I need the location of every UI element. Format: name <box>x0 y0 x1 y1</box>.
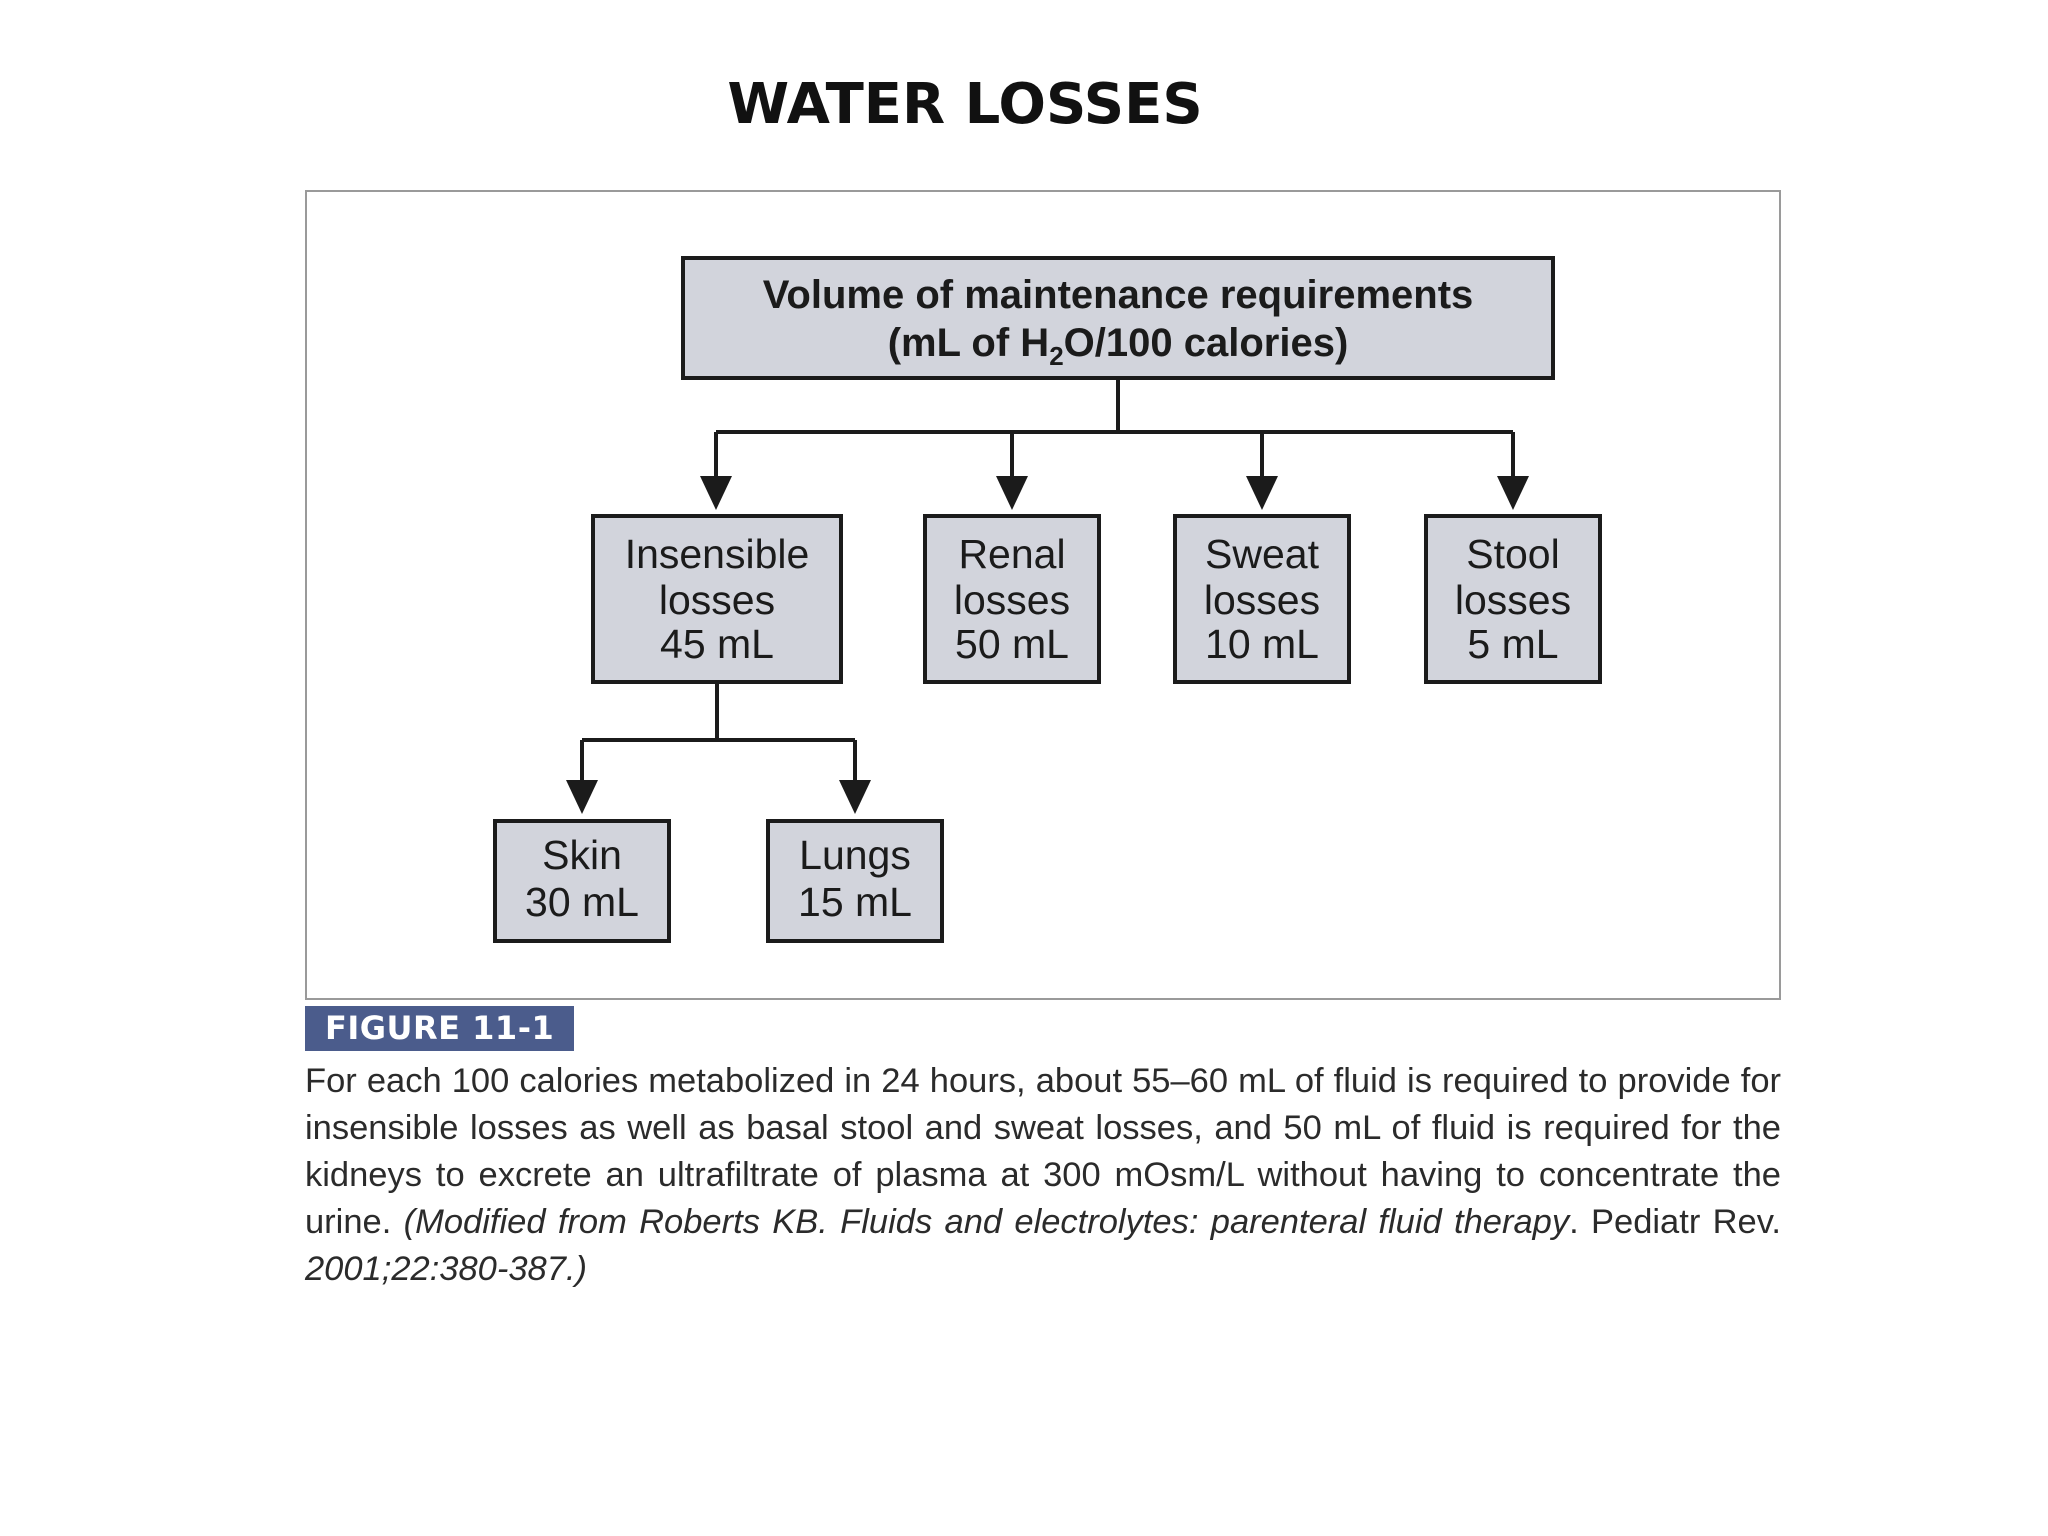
slide-title: WATER LOSSES <box>727 72 1203 137</box>
arrowhead-sweat <box>1246 476 1278 510</box>
sweat-line2: losses <box>1204 577 1320 623</box>
arrowhead-insensible <box>700 476 732 510</box>
stool-box <box>1424 514 1602 684</box>
figure-caption: For each 100 calories metabolized in 24 … <box>305 1058 1781 1293</box>
top-box-subscript: 2 <box>1049 341 1063 371</box>
arrowhead-skin <box>566 780 598 814</box>
stool-line1: Stool <box>1466 531 1559 577</box>
renal-value: 50 mL <box>955 621 1069 667</box>
renal-line1: Renal <box>958 531 1065 577</box>
top-box-line1: Volume of maintenance requirements <box>763 273 1474 317</box>
sweat-value: 10 mL <box>1205 621 1319 667</box>
top-box-line2-prefix: (mL of H <box>888 321 1049 365</box>
top-box-line2-suffix: O/100 calories) <box>1064 321 1349 365</box>
lungs-box <box>766 819 944 943</box>
caption-reference-a: (Modified from Roberts KB. Fluids and el… <box>403 1203 1570 1241</box>
caption-reference-b: 2001;22:380-387.) <box>305 1250 587 1288</box>
sweat-line1: Sweat <box>1205 531 1320 577</box>
arrowhead-renal <box>996 476 1028 510</box>
skin-label: Skin <box>542 832 622 878</box>
lungs-label: Lungs <box>799 832 911 878</box>
renal-line2: losses <box>954 577 1070 623</box>
stool-value: 5 mL <box>1467 621 1558 667</box>
insensible-line1: Insensible <box>625 531 810 577</box>
caption-reference-journal: . Pediatr Rev. <box>1569 1203 1782 1241</box>
figure-label: FIGURE 11-1 <box>305 1006 575 1051</box>
insensible-value: 45 mL <box>660 621 774 667</box>
insensible-line2: losses <box>659 577 775 623</box>
top-box-line2: (mL of H2O/100 calories) <box>888 321 1349 371</box>
lungs-value: 15 mL <box>798 879 912 925</box>
arrowhead-stool <box>1497 476 1529 510</box>
stool-line2: losses <box>1455 577 1571 623</box>
skin-box <box>493 819 671 943</box>
caption-main: For each 100 calories metabolized in 24 … <box>305 1062 1781 1241</box>
renal-box <box>923 514 1101 684</box>
sweat-box <box>1173 514 1351 684</box>
top-box <box>681 256 1555 380</box>
arrowhead-lungs <box>839 780 871 814</box>
skin-value: 30 mL <box>525 879 639 925</box>
